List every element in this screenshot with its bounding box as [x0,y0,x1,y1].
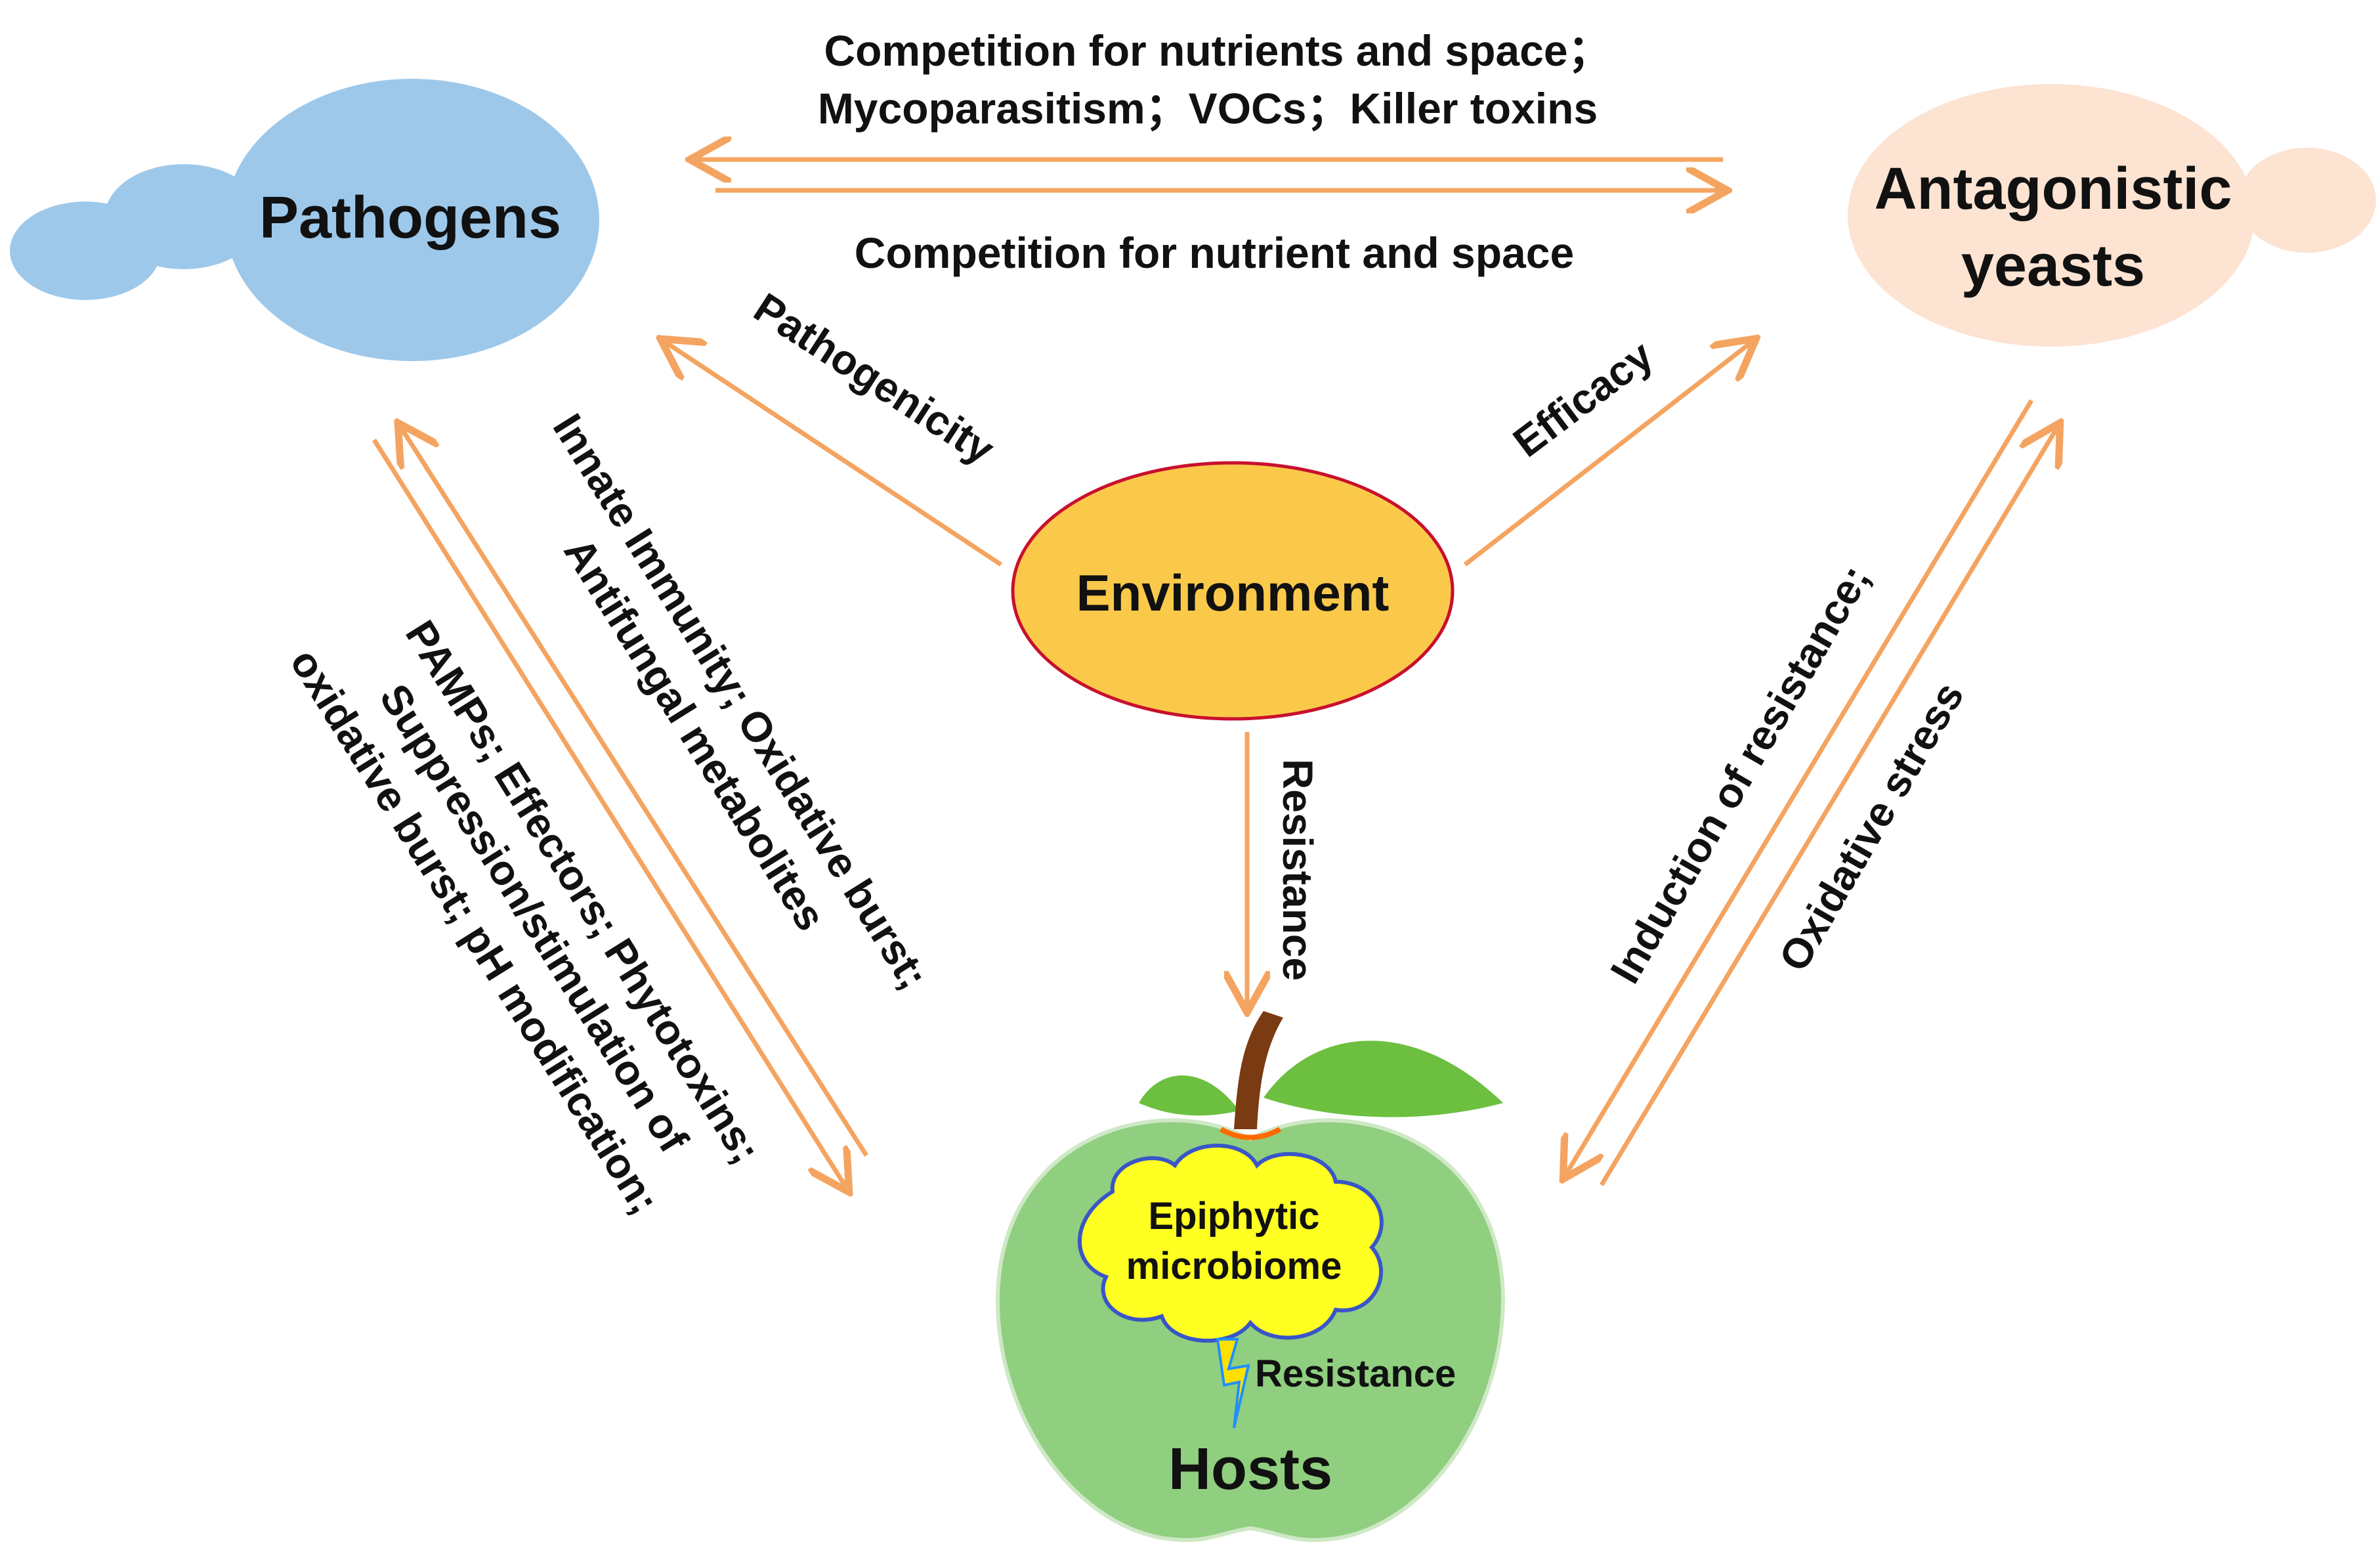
pathogens-label: Pathogens [259,185,561,251]
yeasts-label-line2: yeasts [1961,233,2145,299]
arrow-environment-to-pathogens [664,341,1002,567]
apple-stem [1234,1011,1283,1129]
arrows [372,160,2058,1188]
pathogens-blob-mid [105,164,263,269]
apple-stem-base [1220,1127,1281,1140]
microbiome-label-line2: microbiome [1126,1245,1342,1287]
label-yeasts-to-pathogens-line1: Competition for nutrients and space； [824,26,1611,75]
label-environment-to-hosts: Resistance [1274,759,1321,981]
microbiome-resistance-label: Resistance [1255,1352,1456,1395]
environment-ellipse [1011,461,1455,721]
label-pathogens-to-yeasts: Competition for nutrient and space [855,228,1574,277]
hosts-node: Epiphytic microbiome Resistance Hosts [995,1011,1506,1542]
pathogens-blob-main [225,79,599,361]
label-pathogens-to-hosts-line2: Suppression/stimulation of [371,676,698,1160]
yeasts-blob-main [1848,84,2255,347]
label-yeasts-to-pathogens-line2: Mycoparasitism；VOCs；Killer toxins [818,84,1598,133]
yeasts-node: Antagonistic yeasts [1848,84,2376,347]
apple-leaf-left [1139,1075,1239,1116]
environment-node: Environment [1011,461,1455,721]
arrow-hosts-to-pathogens [400,427,868,1157]
pathogens-node: Pathogens [10,79,599,361]
hosts-label: Hosts [1168,1436,1332,1502]
yeasts-label-line1: Antagonistic [1874,156,2232,222]
arrow-environment-to-yeasts [1463,341,1753,567]
environment-label: Environment [1076,564,1390,622]
label-hosts-to-yeasts: Oxidative stress [1770,674,1973,979]
lightning-icon [1216,1338,1250,1429]
apple-leaf-right [1264,1041,1503,1117]
yeasts-blob-small [2238,148,2376,253]
arrow-pathogens-to-hosts [372,439,847,1188]
arrow-yeasts-to-hosts [1565,399,2033,1175]
arrow-hosts-to-yeasts [1600,427,2058,1186]
label-environment-to-pathogens: Pathogenicity [746,284,1002,473]
label-environment-to-yeasts: Efficacy [1504,332,1662,466]
microbiome-label-line1: Epiphytic [1148,1195,1319,1238]
microbiome-cloud [1077,1144,1384,1343]
